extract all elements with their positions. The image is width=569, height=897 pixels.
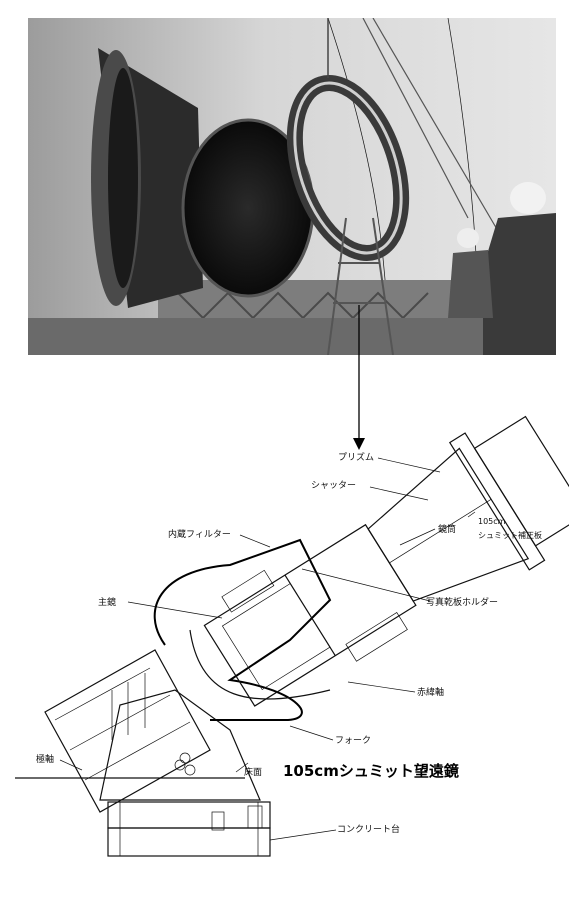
leader-lines [59, 457, 476, 841]
tube-body [203, 415, 569, 707]
label-prism: プリズム [338, 451, 374, 463]
label-dec-axis: 赤緯軸 [417, 686, 444, 698]
label-plate-holder: 写真乾板ホルダー [426, 596, 498, 608]
label-primary-mirror: 主鏡 [98, 596, 116, 608]
concrete-base [107, 801, 271, 857]
workers [448, 182, 556, 355]
label-polar-axis: 極軸 [36, 753, 54, 765]
label-fork: フォーク [335, 735, 371, 746]
label-internal-filter: 内蔵フィルター [168, 528, 231, 540]
label-concrete-base: コンクリート台 [337, 823, 400, 835]
label-corrector-plate: シュミット補正板 [478, 530, 542, 540]
label-tube: 鏡筒 [438, 523, 456, 535]
label-corrector-size: 105cm [478, 517, 506, 526]
installation-photo [28, 18, 556, 355]
diagram-title: 105cmシュミット望遠鏡 [283, 762, 459, 780]
pointer-arrowhead [353, 438, 365, 450]
label-shutter: シャッター [311, 480, 356, 491]
polar-axis-housing [44, 649, 261, 813]
fork [153, 538, 332, 721]
label-floor: 床面 [244, 766, 262, 778]
